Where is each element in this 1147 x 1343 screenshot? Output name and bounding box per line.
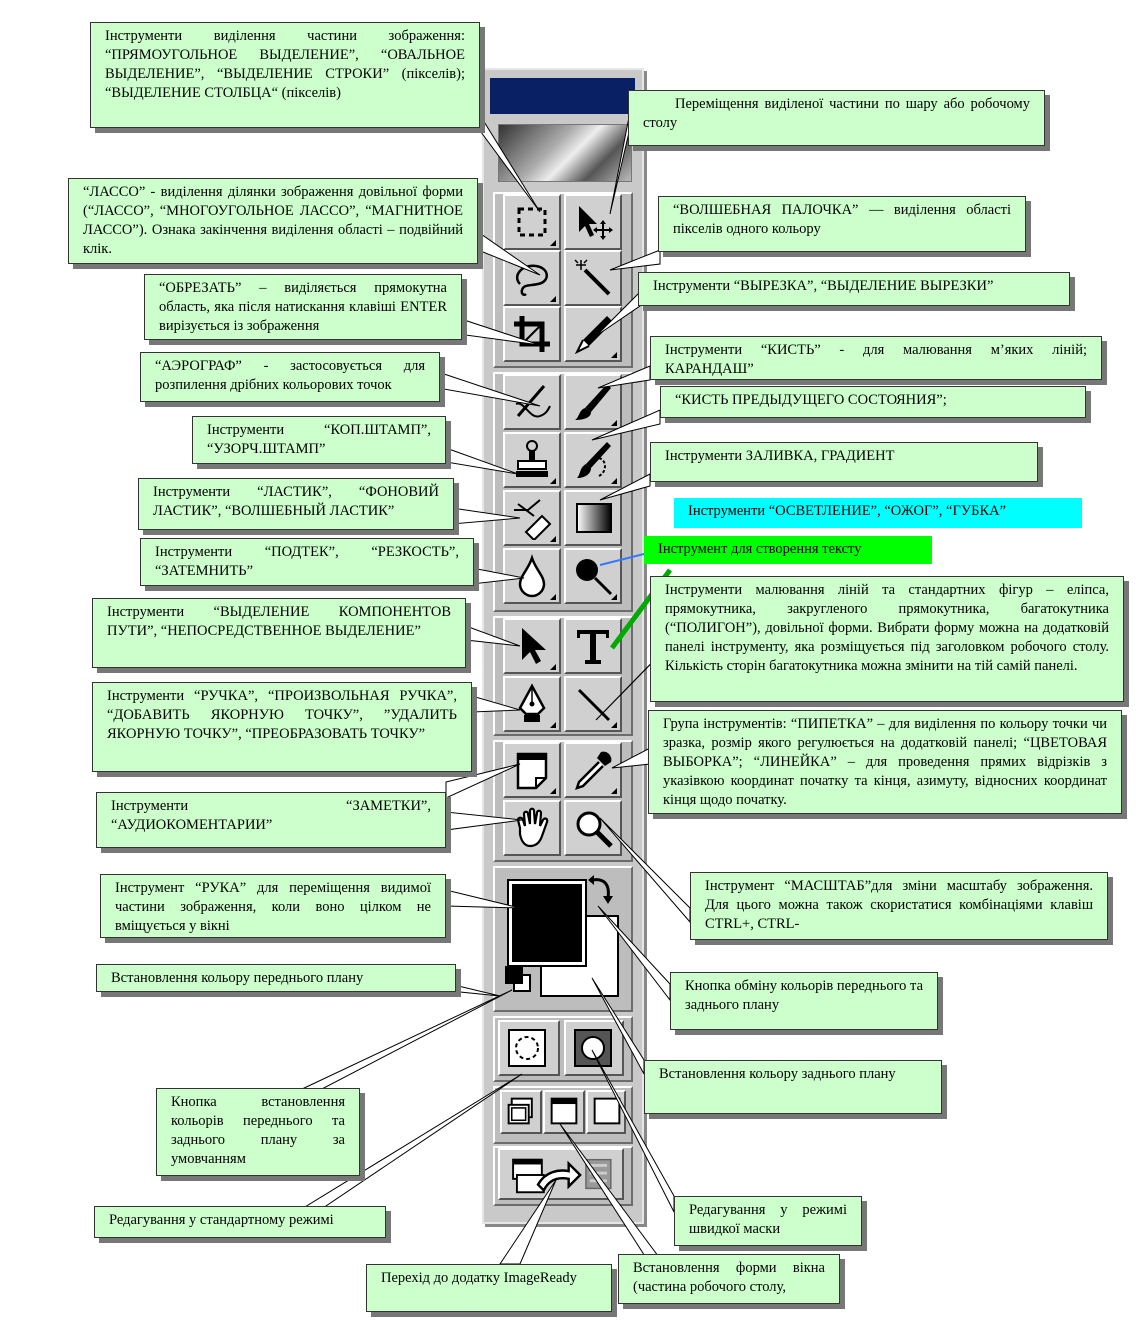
- default-colors-button[interactable]: [505, 966, 531, 992]
- marquee-icon: [517, 207, 547, 237]
- foreground-color-swatch[interactable]: [507, 879, 587, 967]
- history-brush-tool-button[interactable]: [564, 432, 622, 488]
- callout-stamp: Інструменти “КОП.ШТАМП”, “УЗОРЧ.ШТАМП”: [192, 416, 446, 464]
- notes-tool-button[interactable]: [503, 742, 561, 798]
- history-brush-icon: [577, 442, 611, 478]
- pen-nib-icon: [518, 683, 546, 722]
- eraser-icon: [514, 499, 552, 540]
- callout-brush: Інструменти “КИСТЬ” - для малювання м’як…: [650, 336, 1102, 380]
- callout-swap-colors: Кнопка обміну кольорів переднього та зад…: [670, 972, 938, 1030]
- callout-eraser: Інструменти “ЛАСТИК”, “ФОНОВИЙ ЛАСТИК”, …: [138, 478, 454, 530]
- callout-eyedropper: Група інструментів: “ПИПЕТКА” – для виді…: [648, 710, 1122, 814]
- callout-dodge: Інструменти “ОСВЕТЛЕНИЕ”, “ОЖОГ”, “ГУБКА…: [674, 498, 1082, 528]
- adobe-eye-logo[interactable]: [498, 124, 632, 182]
- line-icon: [577, 688, 611, 722]
- quickmask-icon: [574, 1029, 612, 1067]
- callout-imageready: Перехід до додатку ImageReady: [366, 1264, 612, 1312]
- stamp-icon: [516, 440, 548, 477]
- dodge-tool-button[interactable]: [564, 548, 622, 604]
- callout-quickmask: Редагування у режимі швидкої маски: [674, 1196, 862, 1246]
- callout-notes: Інструменти “ЗАМЕТКИ”, “АУДИОКОМЕНТАРИИ”: [96, 792, 446, 848]
- text-t-icon: [577, 630, 609, 664]
- callout-hand: Інструмент “РУКА” для переміщення видимо…: [100, 874, 446, 938]
- lasso-tool-button[interactable]: [503, 250, 561, 306]
- clone-stamp-tool-button[interactable]: [503, 432, 561, 488]
- callout-default-colors: Кнопка встановлення кольорів переднього …: [156, 1088, 360, 1176]
- screen-mode-menubar-button[interactable]: [543, 1090, 585, 1134]
- swap-arrow-icon: [588, 875, 613, 904]
- callout-slice: Інструменти “ВЫРЕЗКА”, “ВЫДЕЛЕНИЕ ВЫРЕЗК…: [638, 272, 1070, 306]
- eyedropper-tool-button[interactable]: [564, 742, 622, 798]
- brush-icon: [575, 384, 611, 420]
- slice-knife-icon: [574, 316, 613, 355]
- standard-mode-button[interactable]: [498, 1020, 560, 1076]
- hand-tool-button[interactable]: [503, 800, 561, 856]
- lasso-icon: [515, 264, 548, 297]
- imageready-jump-icon: [512, 1158, 612, 1194]
- note-page-icon: [516, 752, 548, 790]
- slice-tool-button[interactable]: [564, 306, 622, 362]
- callout-foreground-color: Встановлення кольору переднього плану: [96, 964, 456, 992]
- arrow-cursor-icon: [522, 628, 546, 664]
- callout-lasso: “ЛАССО” - виділення ділянки зображення д…: [68, 178, 478, 264]
- callout-background-color: Встановлення кольору заднього плану: [644, 1060, 942, 1114]
- callout-history-brush: “КИСТЬ ПРЕДЫДУЩЕГО СОСТОЯНИЯ”;: [660, 386, 1086, 418]
- callout-path-selection: Інструменти “ВЫДЕЛЕНИЕ КОМПОНЕНТОВ ПУТИ”…: [92, 598, 466, 668]
- eraser-tool-button[interactable]: [503, 490, 561, 546]
- swap-colors-button[interactable]: [584, 872, 616, 908]
- crop-icon: [514, 316, 550, 352]
- water-drop-icon: [518, 554, 546, 598]
- line-tool-button[interactable]: [564, 676, 622, 732]
- callout-blur: Інструменти “ПОДТЕК”, “РЕЗКОСТЬ”, “ЗАТЕМ…: [140, 538, 474, 586]
- callout-fill: Інструменти ЗАЛИВКА, ГРАДИЕНТ: [650, 442, 1038, 482]
- magic-wand-icon: [574, 259, 611, 296]
- pen-tool-button[interactable]: [503, 676, 561, 732]
- toolbox-titlebar[interactable]: [490, 78, 635, 114]
- screen-mode-full-button[interactable]: [586, 1090, 626, 1134]
- move-tool-button[interactable]: [564, 194, 622, 250]
- callout-airbrush: “АЭРОГРАФ” - застосовується для розпилен…: [140, 352, 440, 402]
- callout-pen: Інструменти “РУЧКА”, “ПРОИЗВОЛЬНАЯ РУЧКА…: [92, 682, 472, 772]
- magic-wand-tool-button[interactable]: [564, 250, 622, 306]
- callout-crop: “ОБРЕЗАТЬ” – виділяється прямокутна обла…: [144, 274, 462, 340]
- path-selection-tool-button[interactable]: [503, 618, 561, 674]
- screen-mode-standard-button[interactable]: [500, 1090, 542, 1134]
- jump-to-imageready-button[interactable]: [498, 1148, 624, 1200]
- magnifier-icon: [576, 811, 613, 848]
- callout-screen-mode: Встановлення форми вікна (частина робочо…: [618, 1254, 840, 1304]
- quickmask-mode-button[interactable]: [564, 1020, 624, 1076]
- gradient-icon: [576, 503, 612, 533]
- callout-zoom: Інструмент “МАСШТАБ”для зміни масштабу з…: [690, 872, 1108, 940]
- callout-shapes: Інструменти малювання ліній та стандартн…: [650, 576, 1124, 702]
- window-full-icon: [593, 1097, 621, 1125]
- blur-tool-button[interactable]: [503, 548, 561, 604]
- callout-marquee: Інструменти виділення частини зображення…: [90, 22, 480, 128]
- hand-icon: [516, 807, 549, 848]
- callout-move: Переміщення виділеної частини по шару аб…: [628, 90, 1045, 146]
- move-icon: [579, 206, 613, 240]
- airbrush-tool-button[interactable]: [503, 374, 561, 430]
- window-stack-icon: [507, 1097, 533, 1125]
- type-tool-button[interactable]: [564, 618, 622, 674]
- eyedropper-icon: [575, 751, 612, 790]
- callout-standard-mode: Редагування у стандартному режимі: [94, 1206, 386, 1238]
- callout-magic-wand: “ВОЛШЕБНАЯ ПАЛОЧКА” — виділення області …: [658, 196, 1026, 252]
- standard-mode-icon: [508, 1029, 546, 1067]
- brush-tool-button[interactable]: [564, 374, 622, 430]
- window-menubar-icon: [550, 1097, 578, 1125]
- dodge-icon: [576, 559, 613, 596]
- marquee-tool-button[interactable]: [503, 194, 561, 250]
- crop-tool-button[interactable]: [503, 306, 561, 362]
- zoom-tool-button[interactable]: [564, 800, 622, 856]
- gradient-tool-button[interactable]: [564, 490, 622, 546]
- callout-text: Інструмент для створення тексту: [644, 536, 932, 564]
- airbrush-icon: [515, 385, 551, 418]
